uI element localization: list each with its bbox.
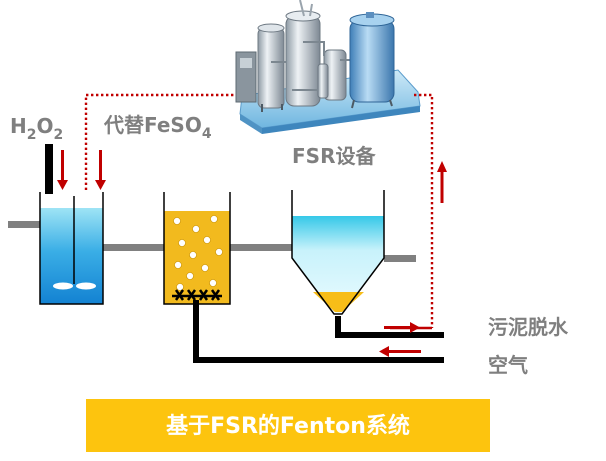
settling-tank — [291, 190, 385, 315]
h2o2-label: H2O2 — [10, 114, 63, 143]
air-diffuser — [172, 289, 222, 301]
process-pipes — [8, 221, 416, 262]
flow-arrows — [57, 150, 447, 357]
air-left-arrow — [379, 346, 421, 357]
agitator-blade-right — [76, 282, 96, 290]
title-banner-bg — [86, 399, 490, 452]
replace-feso4-label: 代替FeSO4 — [103, 113, 212, 142]
black-pipes — [193, 305, 444, 363]
sludge-dewatering-label: 污泥脱水 — [488, 315, 569, 339]
sludge-right-arrow — [384, 322, 420, 333]
effluent-pipe — [384, 255, 416, 262]
aeration-bubbles — [173, 215, 223, 291]
tank2-fill — [164, 211, 230, 304]
fsr-iron-tank — [163, 192, 231, 308]
title-banner: 基于FSR的Fenton系统 — [86, 399, 490, 452]
h2o2-dosing-pipe — [45, 144, 53, 194]
agitator-blade-left — [53, 282, 73, 290]
air-pipe — [193, 305, 444, 363]
inflow-pipe — [8, 221, 40, 228]
reaction-tank-h2o2 — [39, 144, 104, 305]
pipe-tank1-to-tank2 — [103, 244, 164, 251]
tank1-wall — [39, 192, 104, 305]
equipment-up-arrow — [437, 161, 447, 203]
title-banner-text: 基于FSR的Fenton系统 — [166, 413, 410, 439]
h2o2-down-arrow-1 — [57, 150, 68, 190]
settled-sludge — [313, 292, 364, 312]
feso4-down-arrow — [95, 150, 106, 190]
settler-water — [292, 216, 384, 314]
settler-wall — [291, 190, 385, 315]
sludge-pipe — [335, 316, 444, 338]
pipe-tank2-to-settler — [230, 244, 292, 251]
fsr-equipment-illustration — [235, 0, 421, 134]
tank1-water — [40, 208, 103, 304]
fsr-equipment-label: FSR设备 — [292, 144, 376, 168]
air-label: 空气 — [488, 353, 528, 377]
